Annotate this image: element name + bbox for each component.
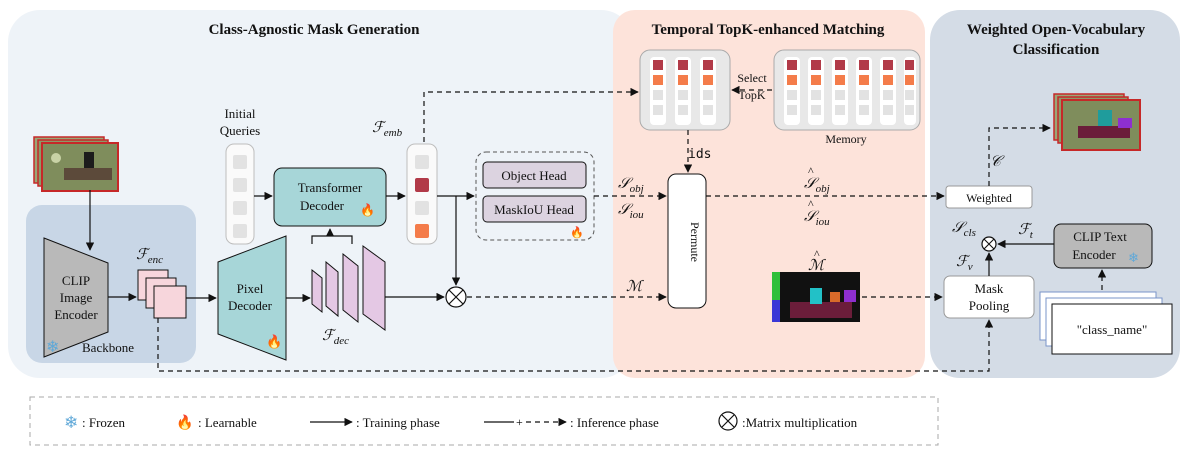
hat-m-accent: ^ bbox=[814, 247, 820, 261]
pixel-decoder bbox=[217, 235, 287, 361]
transformer-decoder-label-1: Transformer bbox=[298, 180, 363, 195]
maskiou-head bbox=[482, 195, 587, 223]
clip-text-encoder bbox=[1053, 223, 1153, 269]
frozen-icon: ❄ bbox=[1128, 250, 1139, 265]
hat-s-iou-accent: ^ bbox=[808, 197, 814, 211]
section-title-classification-1: Weighted Open-Vocabulary bbox=[967, 22, 1146, 38]
initial-queries-label-1: Initial bbox=[224, 106, 255, 121]
clip-text-encoder-label-1: CLIP Text bbox=[1073, 229, 1127, 244]
clip-text-encoder-label-2: Encoder bbox=[1072, 247, 1116, 262]
ids-label: ids bbox=[688, 147, 711, 162]
section-title-mask-generation: Class-Agnostic Mask Generation bbox=[209, 22, 420, 38]
f-enc-feature-stack bbox=[137, 269, 187, 319]
m-symbol: ℳ bbox=[626, 279, 644, 295]
training-arrows bbox=[85, 190, 1054, 303]
permute-block bbox=[667, 173, 707, 309]
embedding-cell bbox=[415, 155, 429, 169]
section-title-temporal-matching: Temporal TopK-enhanced Matching bbox=[652, 22, 885, 38]
class-name-cards bbox=[1039, 291, 1173, 355]
memory-label: Memory bbox=[825, 132, 866, 146]
legend-training: : Training phase bbox=[356, 415, 440, 430]
hat-m-symbol: ℳ bbox=[808, 258, 826, 274]
output-video-frames bbox=[1053, 93, 1141, 151]
pixel-decoder-label-2: Decoder bbox=[228, 298, 273, 313]
legend-box bbox=[29, 396, 939, 446]
f-emb-symbol: ℱemb bbox=[372, 120, 403, 139]
learnable-icon: 🔥 bbox=[266, 334, 282, 349]
legend-learnable: : Learnable bbox=[198, 415, 257, 430]
hat-s-obj-accent: ^ bbox=[808, 164, 814, 178]
input-video-frames bbox=[33, 136, 119, 192]
memory-cells bbox=[784, 57, 916, 125]
legend-learnable-icon: 🔥 bbox=[176, 414, 193, 431]
initial-queries-column bbox=[225, 143, 255, 245]
learnable-icon: 🔥 bbox=[570, 226, 584, 239]
f-dec-feature-maps bbox=[311, 245, 386, 331]
object-head-label: Object Head bbox=[501, 168, 567, 183]
legend-inference: : Inference phase bbox=[570, 415, 659, 430]
embedding-cell bbox=[415, 178, 429, 192]
select-topk-label-1: Select bbox=[737, 71, 767, 85]
f-v-symbol: ℱv bbox=[956, 254, 973, 273]
pixel-decoder-label-1: Pixel bbox=[237, 281, 264, 296]
permute-label: Permute bbox=[688, 222, 702, 262]
class-name-text: "class_name" bbox=[1077, 322, 1148, 337]
mask-pooling-label-1: Mask bbox=[975, 281, 1004, 296]
maskiou-head-label: MaskIoU Head bbox=[494, 202, 574, 217]
clip-encoder-label-1: CLIP bbox=[62, 273, 90, 288]
inference-arrows bbox=[157, 85, 1107, 372]
initial-query-cells bbox=[233, 155, 247, 238]
embedding-cell bbox=[415, 201, 429, 215]
query-embeddings-column bbox=[406, 143, 438, 245]
transformer-decoder-label-2: Decoder bbox=[300, 198, 345, 213]
f-dec-symbol: ℱdec bbox=[322, 328, 349, 347]
section-title-classification-2: Classification bbox=[1013, 42, 1100, 58]
legend-matmul: :Matrix multiplication bbox=[742, 415, 858, 430]
embedding-cell bbox=[415, 224, 429, 238]
topk-selected-cells bbox=[650, 57, 716, 125]
backbone-label: Backbone bbox=[82, 340, 134, 355]
weighted-label: Weighted bbox=[966, 191, 1012, 205]
object-head bbox=[482, 161, 587, 189]
clip-image-encoder bbox=[43, 237, 109, 358]
legend-plus: + bbox=[516, 415, 523, 429]
f-t-symbol: ℱt bbox=[1018, 222, 1034, 241]
clip-encoder-label-2: Image bbox=[60, 290, 93, 305]
select-topk-label-2: TopK bbox=[738, 88, 765, 102]
f-enc-symbol: ℱenc bbox=[136, 247, 163, 266]
initial-queries-label-2: Queries bbox=[220, 123, 260, 138]
predicted-mask-thumbnail bbox=[772, 272, 860, 322]
frozen-icon: ❄ bbox=[46, 339, 59, 356]
learnable-icon: 🔥 bbox=[360, 203, 375, 217]
legend-frozen-icon: ❄ bbox=[64, 413, 78, 432]
mask-pooling-label-2: Pooling bbox=[969, 298, 1010, 313]
clip-encoder-label-3: Encoder bbox=[54, 307, 98, 322]
legend-frozen: : Frozen bbox=[82, 415, 125, 430]
transformer-decoder bbox=[273, 167, 387, 227]
